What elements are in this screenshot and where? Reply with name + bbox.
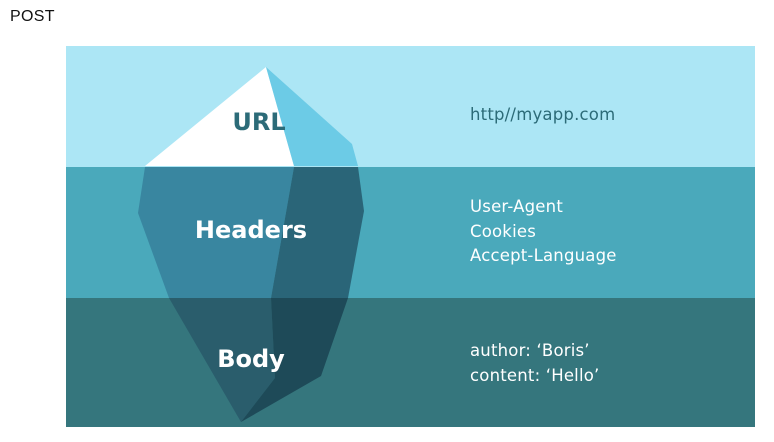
layer-label-url: URL <box>232 108 285 136</box>
body-details: author: ‘Boris’ content: ‘Hello’ <box>470 339 600 388</box>
http-method-label: POST <box>10 8 55 25</box>
url-detail-item: http//myapp.com <box>470 105 616 124</box>
iceberg-bottom-right <box>241 298 348 422</box>
iceberg-middle-right <box>271 167 364 298</box>
headers-details: User-Agent Cookies Accept-Language <box>470 195 617 269</box>
iceberg-illustration: URL Headers Body <box>66 46 755 427</box>
headers-detail-item: Accept-Language <box>470 246 617 265</box>
url-details: http//myapp.com <box>470 103 615 128</box>
iceberg-bottom-left <box>169 298 275 422</box>
body-detail-item: content: ‘Hello’ <box>470 365 600 385</box>
layer-label-headers: Headers <box>195 216 307 244</box>
headers-detail-item: Cookies <box>470 221 536 241</box>
iceberg-peak-shadow <box>266 67 358 166</box>
layer-label-body: Body <box>217 345 285 373</box>
iceberg-diagram: URL Headers Body <box>66 46 755 427</box>
iceberg-peak <box>145 67 294 166</box>
body-detail-item: author: ‘Boris’ <box>470 341 590 360</box>
headers-detail-item: User-Agent <box>470 197 563 216</box>
water-deep-band <box>66 298 755 427</box>
iceberg-middle-left <box>138 167 294 298</box>
